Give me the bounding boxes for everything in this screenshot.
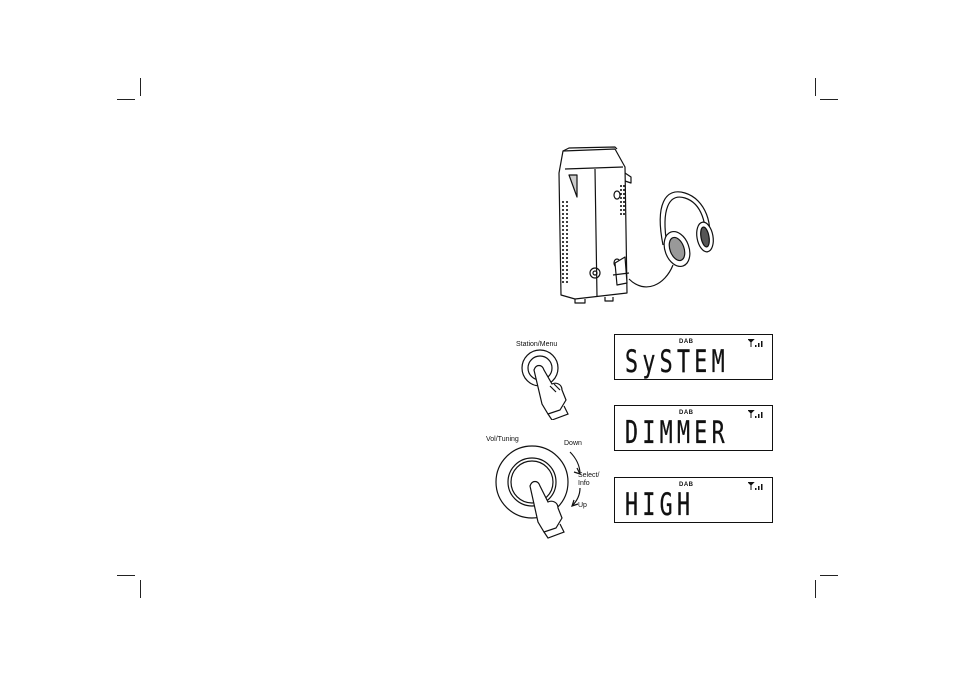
crop-mark-br-h [820, 575, 838, 576]
crop-mark-br-v [815, 580, 816, 598]
signal-strength-icon [748, 410, 764, 418]
lcd-display-high: DAB HIGH [614, 477, 773, 523]
crop-mark-tr-v [815, 78, 816, 96]
lcd-text: DIMMER [625, 418, 729, 450]
crop-mark-bl-v [140, 580, 141, 598]
lcd-display-system: DAB SySTEM [614, 334, 773, 380]
rotary-dial-icon [494, 440, 584, 540]
signal-strength-icon [748, 339, 764, 347]
signal-strength-icon [748, 482, 764, 490]
lcd-text: SySTEM [625, 347, 729, 379]
station-menu-label: Station/Menu [516, 341, 557, 348]
lcd-display-dimmer: DAB DIMMER [614, 405, 773, 451]
crop-mark-tr-h [820, 99, 838, 100]
crop-mark-tl-h [117, 99, 135, 100]
crop-mark-tl-v [140, 78, 141, 96]
finger-press-icon [512, 348, 582, 420]
crop-mark-bl-h [117, 575, 135, 576]
radio-side-view-icon [555, 145, 725, 305]
lcd-text: HIGH [625, 490, 694, 522]
